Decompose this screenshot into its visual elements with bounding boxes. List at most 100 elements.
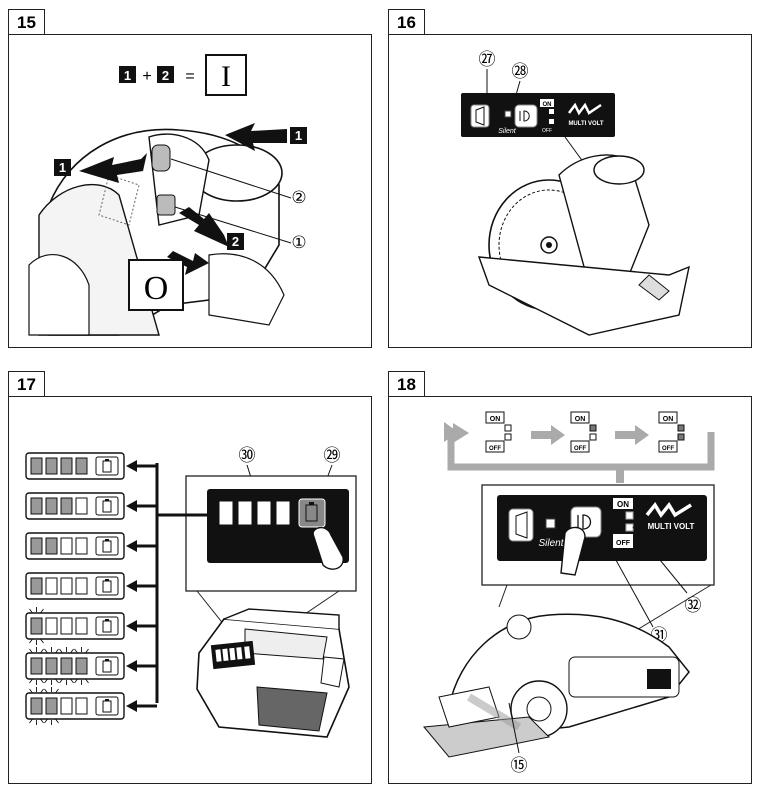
- control-panel-16: [461, 93, 615, 137]
- figure-18-illustration: ON OFF ON OFF ON OFF Silent ON: [423, 411, 715, 775]
- arrow-left-icon: [126, 580, 137, 592]
- callout-1: ①: [291, 233, 306, 252]
- figure-number-15: 15: [8, 9, 45, 35]
- svg-text:1: 1: [295, 128, 302, 143]
- callout-30: ㉚: [239, 446, 256, 465]
- figure-16-illustration: ㉗ ㉘ Silent ON OFF MULTI VOLT: [461, 50, 690, 336]
- callout-2: ②: [291, 188, 306, 207]
- figure-15-illustration: 1 + 2 = I 1 1 2 O ② ①: [28, 54, 307, 336]
- blink-marks-icon: [29, 647, 44, 685]
- battery-segment: [275, 500, 291, 526]
- battery-level-row: [25, 687, 157, 725]
- svg-text:+: +: [142, 68, 151, 85]
- battery-segment: [30, 577, 43, 595]
- arrow-left-icon: [126, 660, 137, 672]
- battery-segment: [60, 577, 73, 595]
- svg-text:2: 2: [232, 234, 239, 249]
- battery-segment: [30, 617, 43, 635]
- figure-number-17: 17: [8, 371, 45, 397]
- arrow-press-icon: [179, 207, 229, 247]
- figure-17-panel: ㉚ ㉙: [8, 396, 372, 784]
- battery-segment: [75, 537, 88, 555]
- battery-segment: [60, 497, 73, 515]
- finger-icon: [312, 527, 344, 570]
- blink-marks-icon: [44, 647, 59, 685]
- svg-text:OFF: OFF: [489, 446, 501, 452]
- battery-segment: [75, 697, 88, 715]
- figure-number-16: 16: [388, 9, 425, 35]
- blink-marks-icon: [44, 687, 59, 725]
- on-symbol: I: [221, 60, 231, 93]
- svg-text:OFF: OFF: [662, 446, 674, 452]
- figure-15-panel: 1 + 2 = I 1 1 2 O ② ①: [8, 34, 372, 348]
- callout-32: ㉜: [685, 596, 702, 615]
- battery-segment: [45, 537, 58, 555]
- battery-segment: [75, 657, 88, 675]
- battery-level-row: [25, 452, 157, 480]
- battery-segment: [218, 500, 234, 526]
- svg-text:ON: ON: [663, 416, 674, 423]
- battery-segment: [256, 500, 272, 526]
- arrow-right-icon: [225, 123, 287, 151]
- cycle-arrow-icon: [453, 423, 469, 443]
- svg-text:ON: ON: [617, 500, 629, 509]
- battery-segment: [45, 617, 58, 635]
- key-1-label: 1: [124, 68, 131, 83]
- on-symbol-box: [205, 54, 247, 96]
- blink-marks-icon: [29, 607, 44, 645]
- battery-segment: [30, 697, 43, 715]
- battery-segment: [75, 577, 88, 595]
- arrow-left-icon: [126, 540, 137, 552]
- callout-29: ㉙: [324, 446, 341, 465]
- battery-segment: [75, 457, 88, 475]
- svg-text:ON: ON: [543, 102, 552, 108]
- svg-text:MULTI VOLT: MULTI VOLT: [648, 522, 695, 531]
- battery-level-row: [25, 572, 157, 600]
- svg-text:OFF: OFF: [574, 446, 586, 452]
- arrow-release-icon: [167, 251, 209, 275]
- blink-marks-icon: [29, 687, 44, 725]
- figure-18-panel: ON OFF ON OFF ON OFF Silent ON: [388, 396, 752, 784]
- svg-text:Silent: Silent: [498, 128, 517, 135]
- off-symbol: O: [144, 270, 169, 307]
- arrow-left-icon: [126, 460, 137, 472]
- battery-segment: [75, 617, 88, 635]
- figure-16-panel: ㉗ ㉘ Silent ON OFF MULTI VOLT: [388, 34, 752, 348]
- figure-number-18: 18: [388, 371, 425, 397]
- battery-segment: [30, 537, 43, 555]
- battery-segment: [60, 617, 73, 635]
- step-arrow-icon: [531, 425, 565, 445]
- figure-17-illustration: ㉚ ㉙: [25, 446, 357, 738]
- callout-28: ㉘: [512, 62, 529, 81]
- blink-marks-icon: [74, 647, 89, 685]
- svg-text:Silent: Silent: [538, 538, 564, 549]
- blink-marks-icon: [59, 647, 74, 685]
- battery-segment: [45, 577, 58, 595]
- battery-level-row: [25, 647, 157, 685]
- arrow-left-icon: [126, 700, 137, 712]
- battery-level-row: [25, 607, 157, 645]
- svg-text:OFF: OFF: [542, 128, 552, 134]
- svg-text:1: 1: [59, 160, 66, 175]
- battery-segment: [30, 497, 43, 515]
- battery-segment: [30, 457, 43, 475]
- arrow-left-icon: [126, 500, 137, 512]
- battery-segment: [45, 697, 58, 715]
- callout-15: ⑮: [511, 756, 528, 775]
- battery-segment: [45, 497, 58, 515]
- battery-segment: [45, 657, 58, 675]
- battery-segment: [60, 697, 73, 715]
- svg-text:MULTI VOLT: MULTI VOLT: [568, 121, 603, 127]
- arrow-left-icon: [79, 153, 147, 183]
- battery-level-row: [25, 492, 157, 520]
- battery-segment: [45, 457, 58, 475]
- battery-level-row: [25, 532, 157, 560]
- battery-segment: [237, 500, 253, 526]
- step-arrow-icon: [615, 425, 649, 445]
- battery-segment: [75, 497, 88, 515]
- battery-segment: [60, 537, 73, 555]
- svg-text:ON: ON: [575, 416, 586, 423]
- svg-text:=: =: [185, 68, 194, 85]
- battery-segment: [60, 457, 73, 475]
- battery-segment: [60, 657, 73, 675]
